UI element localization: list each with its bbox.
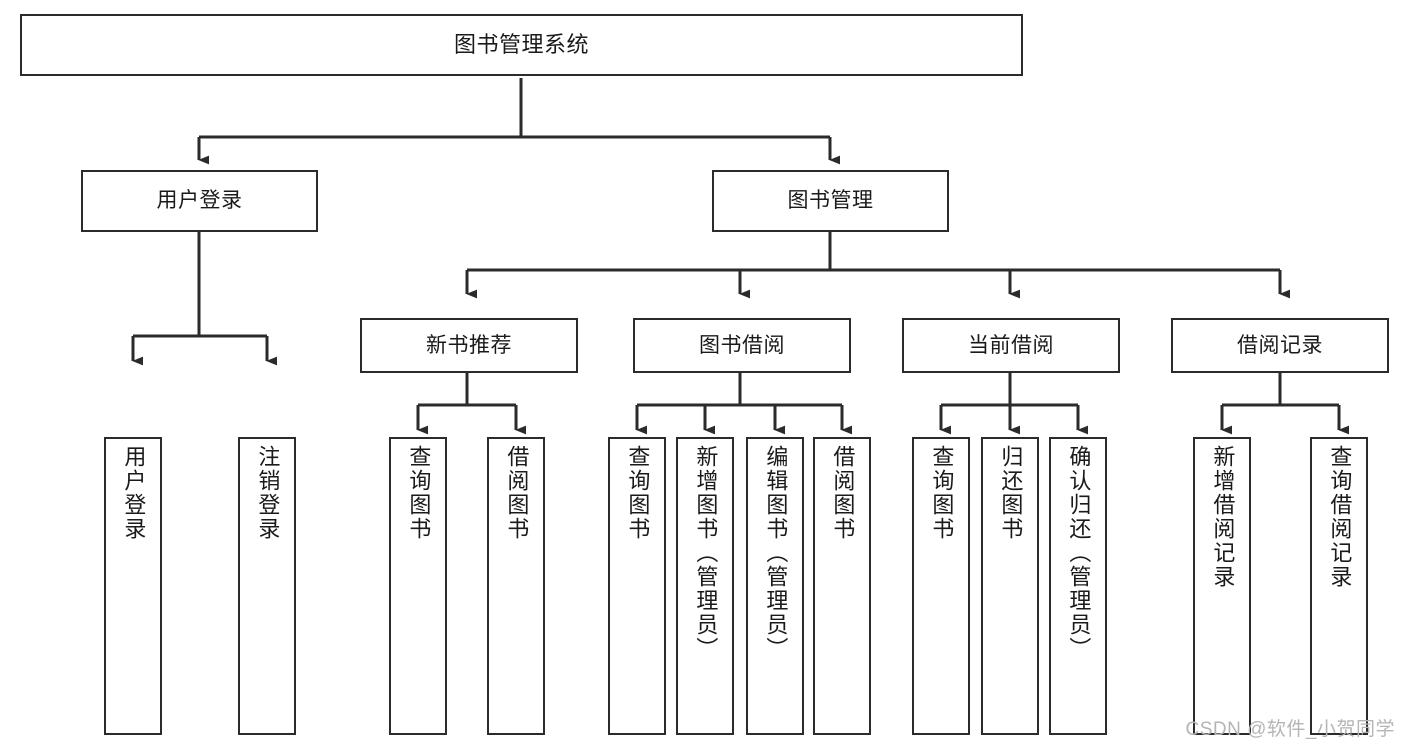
node-user-login[interactable]: 用户登录	[81, 170, 318, 232]
leaf-current-borrow-query[interactable]: 查询图书	[912, 437, 970, 735]
node-borrow-record[interactable]: 借阅记录	[1171, 318, 1389, 373]
node-label: 当前借阅	[968, 333, 1054, 357]
node-label: 用户登录	[156, 189, 243, 213]
node-label: 查询图书	[625, 445, 651, 541]
node-label: 借阅图书	[504, 445, 530, 541]
leaf-user-login-logout[interactable]: 注销登录	[238, 437, 296, 735]
node-book-borrow[interactable]: 图书借阅	[633, 318, 851, 373]
node-label: 图书借阅	[699, 333, 785, 357]
node-label: 查询图书	[929, 445, 955, 541]
node-label: 新增借阅记录	[1210, 445, 1236, 589]
node-new-book-recommend[interactable]: 新书推荐	[360, 318, 578, 373]
node-label: 借阅图书	[830, 445, 856, 541]
node-label: 确认归还（管理员）	[1066, 445, 1092, 661]
node-label: 编辑图书（管理员）	[763, 445, 789, 661]
leaf-book-borrow-edit[interactable]: 编辑图书（管理员）	[746, 437, 804, 735]
node-label: 新书推荐	[426, 333, 512, 357]
leaf-book-borrow-query[interactable]: 查询图书	[608, 437, 666, 735]
node-label: 查询借阅记录	[1327, 445, 1353, 589]
node-label: 用户登录	[121, 445, 147, 541]
node-label: 新增图书（管理员）	[693, 445, 719, 661]
node-label: 借阅记录	[1237, 333, 1323, 357]
leaf-current-borrow-return[interactable]: 归还图书	[981, 437, 1039, 735]
edges-userlogin-to-leaves	[131, 232, 278, 366]
node-label: 归还图书	[998, 445, 1024, 541]
leaf-borrow-record-add[interactable]: 新增借阅记录	[1193, 437, 1251, 735]
leaf-borrow-record-query[interactable]: 查询借阅记录	[1310, 437, 1368, 735]
leaf-user-login-login[interactable]: 用户登录	[104, 437, 162, 735]
edges-bookborrow-to-leaves	[635, 373, 853, 435]
node-label: 图书管理	[787, 189, 874, 213]
node-label: 注销登录	[255, 445, 281, 541]
node-label: 图书管理系统	[453, 31, 589, 57]
leaf-book-borrow-borrow[interactable]: 借阅图书	[813, 437, 871, 735]
node-current-borrow[interactable]: 当前借阅	[902, 318, 1120, 373]
leaf-book-borrow-add[interactable]: 新增图书（管理员）	[676, 437, 734, 735]
edges-borrowrecord-to-leaves	[1220, 373, 1350, 435]
leaf-current-borrow-confirm-return[interactable]: 确认归还（管理员）	[1049, 437, 1107, 735]
node-root-book-management-system[interactable]: 图书管理系统	[20, 14, 1023, 76]
node-book-management[interactable]: 图书管理	[712, 170, 949, 232]
edges-booklmgmt-to-level3	[465, 232, 1291, 299]
leaf-new-book-query[interactable]: 查询图书	[389, 437, 447, 735]
edges-root-to-level2	[197, 78, 841, 165]
node-label: 查询图书	[406, 445, 432, 541]
leaf-new-book-borrow[interactable]: 借阅图书	[487, 437, 545, 735]
edges-currentborrow-to-leaves	[939, 373, 1089, 435]
edges-newbook-to-leaves	[416, 373, 527, 435]
